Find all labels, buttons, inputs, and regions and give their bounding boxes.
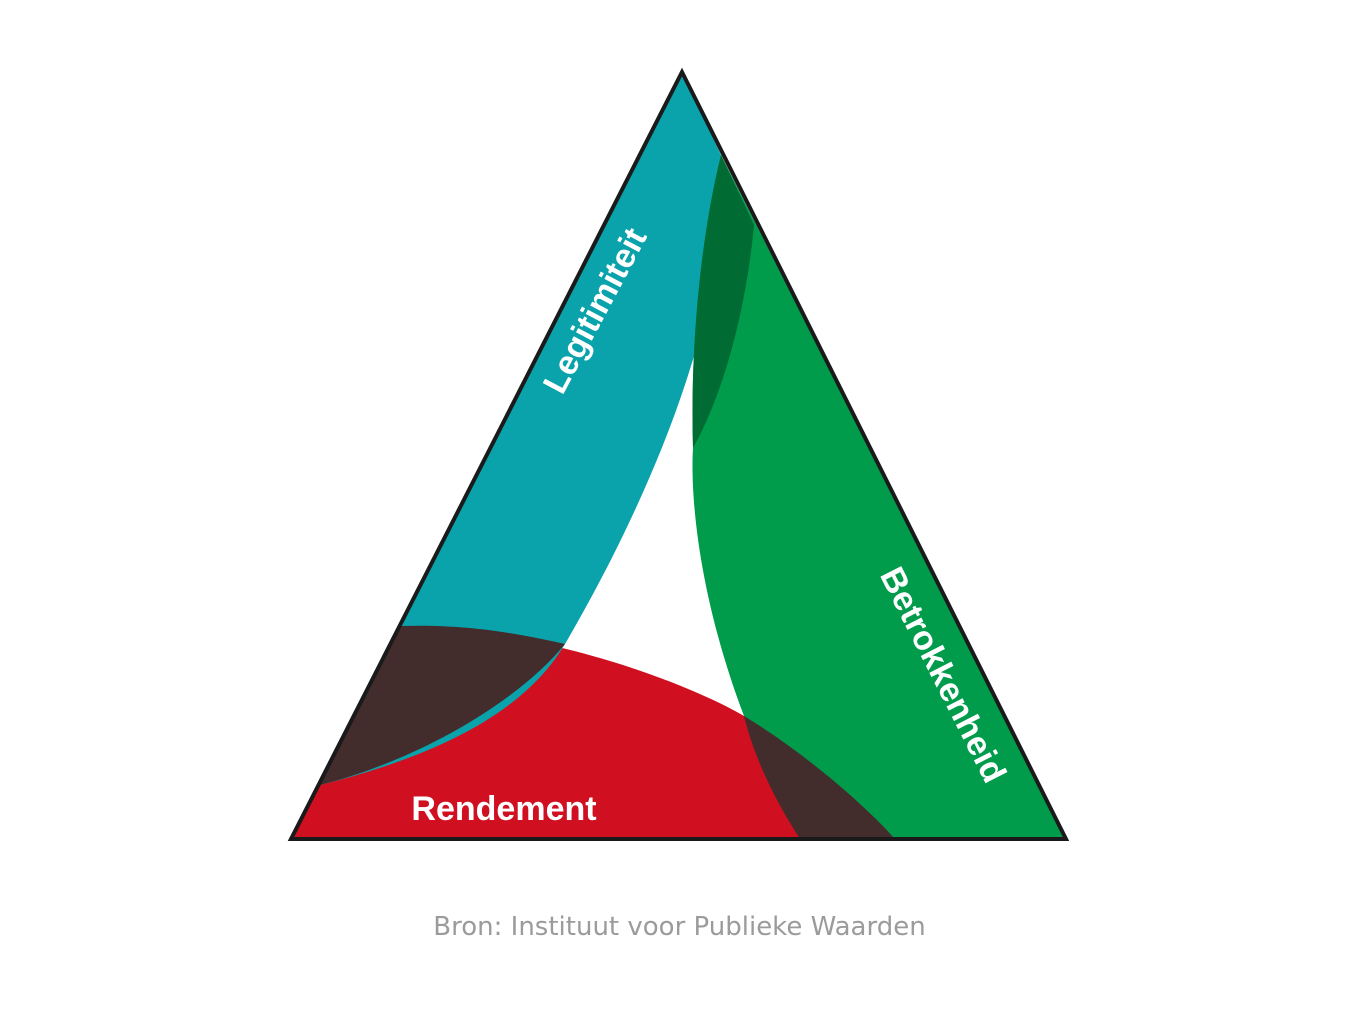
source-caption: Bron: Instituut voor Publieke Waarden	[433, 912, 926, 942]
triangle-outline	[287, 67, 1070, 841]
rendement-label: Rendement	[411, 790, 596, 828]
legitimiteit-betrokkenheid-overlap	[692, 155, 754, 448]
betrokkenheid-region	[692, 155, 1066, 839]
betrokkenheid-rendement-overlap	[744, 716, 895, 839]
legitimiteit-region	[320, 72, 723, 785]
